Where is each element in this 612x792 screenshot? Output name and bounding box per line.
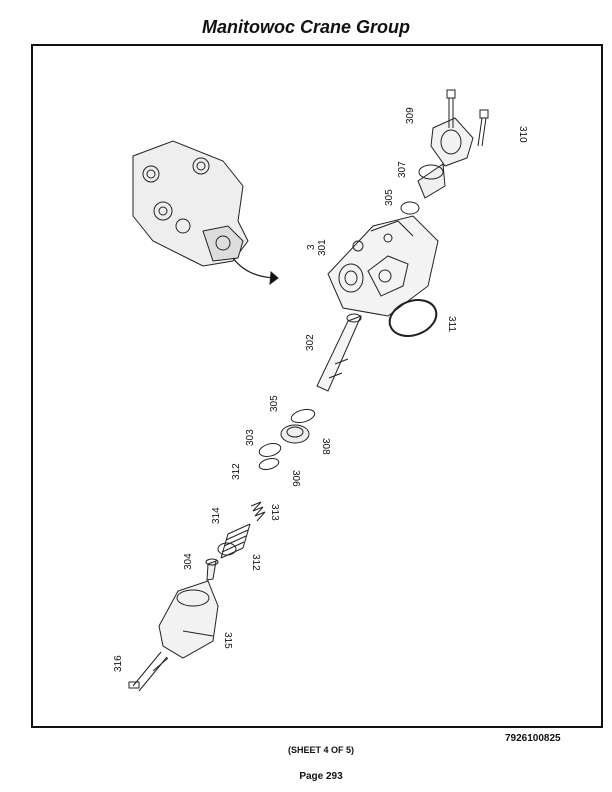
- part-306-washer: [258, 458, 280, 470]
- callout-312-upper: 312: [231, 463, 242, 480]
- part-316-bolts: [128, 651, 169, 692]
- part-302-spool: [316, 313, 362, 392]
- callout-314: 314: [211, 507, 222, 524]
- part-307-fitting: [417, 163, 446, 199]
- part-311-large-oring: [388, 299, 438, 337]
- callout-310: 310: [517, 126, 528, 143]
- callout-301: 301: [317, 239, 328, 256]
- callout-305-lower: 305: [269, 395, 280, 412]
- part-309-flange: [430, 117, 474, 167]
- callout-315: 315: [222, 632, 233, 649]
- callout-303: 303: [245, 429, 256, 446]
- callout-313: 313: [269, 504, 280, 521]
- page-number: Page 293: [299, 771, 343, 782]
- part-314-large-spring: [220, 523, 251, 559]
- callout-311: 311: [446, 316, 457, 332]
- callout-309: 309: [405, 107, 416, 124]
- callout-316: 316: [113, 655, 124, 672]
- bolt-309: [446, 89, 456, 128]
- part-305-oring-upper: [400, 201, 420, 215]
- part-315-solenoid-housing: [158, 580, 219, 659]
- callout-302: 302: [305, 334, 316, 351]
- part-301-valve-body: [327, 215, 439, 317]
- part-308-retainer: [280, 424, 310, 444]
- callout-307: 307: [397, 161, 408, 178]
- callout-312-lower: 312: [250, 554, 261, 571]
- part-303-ring: [258, 443, 282, 457]
- valve-assembly-thumbnail: [132, 140, 249, 267]
- callout-3: 3: [306, 244, 317, 250]
- part-313-small-spring: [250, 501, 266, 522]
- page-header-title: Manitowoc Crane Group: [201, 17, 410, 37]
- part-312-washer-lower: [217, 542, 237, 556]
- callout-305-upper: 305: [384, 189, 395, 206]
- callout-306: 306: [290, 470, 301, 487]
- bolt-310: [477, 109, 489, 147]
- sheet-label: (SHEET 4 OF 5): [287, 745, 354, 755]
- exploded-parts-diagram: 309 310 307 305 3 301 311 302 305 303 30…: [113, 89, 528, 692]
- exploded-view-frame: 309 310 307 305 3 301 311 302 305 303 30…: [31, 44, 603, 728]
- drawing-number: 7926100825: [505, 733, 561, 744]
- part-305-oring-lower: [290, 408, 316, 424]
- part-304-plunger: [205, 558, 219, 581]
- callout-308: 308: [320, 438, 331, 455]
- callout-304: 304: [183, 553, 194, 570]
